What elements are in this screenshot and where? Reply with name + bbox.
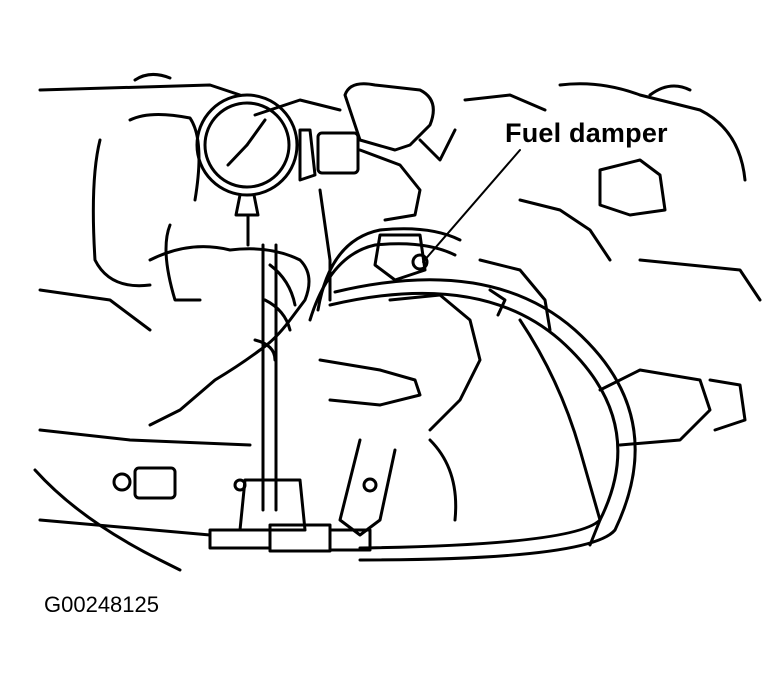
fuel-pressure-gauge — [195, 93, 299, 512]
intake-manifold-outline — [33, 73, 762, 572]
figure-id: G00248125 — [44, 592, 159, 617]
fuel-damper-callout-label: Fuel damper — [505, 118, 668, 148]
fuel-hose — [308, 227, 637, 562]
fuel-rail-assembly — [298, 82, 507, 537]
hose-fittings — [112, 466, 372, 553]
callout-leader-line — [422, 149, 521, 263]
technician-hand — [148, 245, 311, 427]
